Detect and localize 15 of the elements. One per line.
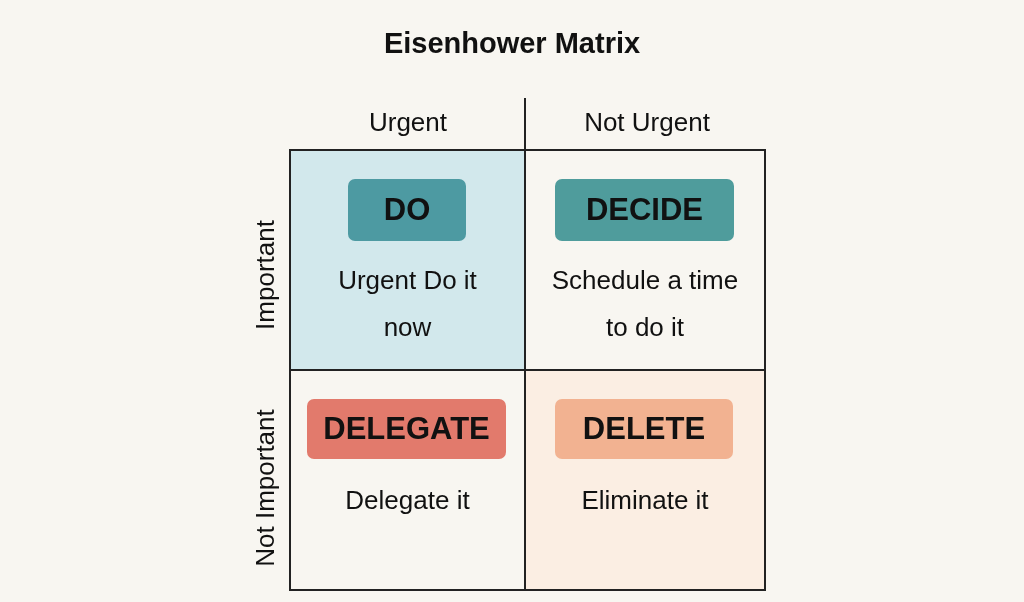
- quadrant-panel: [291, 151, 524, 369]
- quadrant-text: Urgent Do it now: [337, 264, 478, 344]
- column-header: Not Urgent: [584, 106, 710, 138]
- column-header: Urgent: [369, 106, 447, 138]
- action-badge: DELETE: [555, 399, 733, 459]
- action-badge: DECIDE: [555, 179, 734, 241]
- title: Eisenhower Matrix: [382, 27, 642, 60]
- quadrant-panel: [526, 371, 764, 589]
- action-badge: DO: [348, 179, 466, 241]
- quadrant-text: Delegate it: [344, 484, 471, 517]
- action-badge: DELEGATE: [307, 399, 506, 459]
- row-header: Important: [249, 220, 281, 330]
- quadrant-text: Schedule a time to do it: [550, 264, 740, 344]
- row-header: Not Important: [249, 409, 281, 567]
- quadrant-text: Eliminate it: [580, 484, 710, 517]
